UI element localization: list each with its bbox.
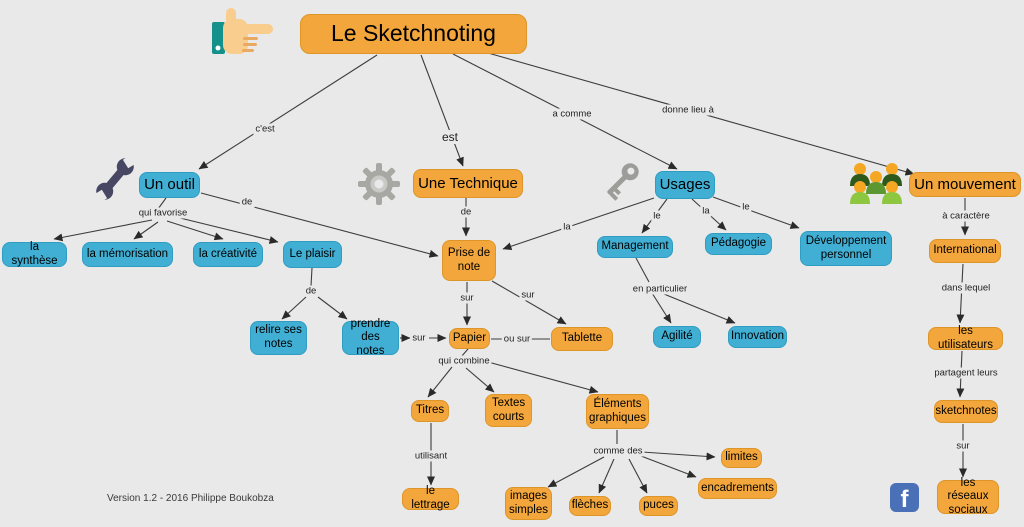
people-group-icon [850, 163, 902, 204]
node-prise-de-note[interactable]: Prise de note [442, 240, 496, 281]
facebook-icon: f [890, 483, 919, 512]
node-images-simples[interactable]: images simples [505, 487, 552, 520]
edge-label-en-particulier: en particulier [630, 283, 690, 295]
node-un-mouvement[interactable]: Un mouvement [909, 172, 1021, 197]
node-encadrements[interactable]: encadrements [698, 478, 777, 499]
node-innovation[interactable]: Innovation [728, 326, 787, 348]
node-titres[interactable]: Titres [411, 400, 449, 422]
edge-label-prise-papier-sur: sur [458, 292, 476, 304]
node-la-memorisation[interactable]: la mémorisation [82, 242, 173, 267]
edge-label-management-le: le [651, 210, 663, 222]
node-un-outil[interactable]: Un outil [139, 172, 200, 198]
node-management[interactable]: Management [597, 236, 673, 258]
node-limites[interactable]: limites [721, 448, 762, 468]
edge-label-developpement-le: le [740, 201, 752, 213]
key-icon [607, 163, 639, 201]
facebook-letter: f [900, 486, 909, 512]
edge-label-comme-des: comme des [591, 445, 645, 457]
node-fleches[interactable]: flèches [569, 496, 611, 516]
edge-label-pedagogie-la: la [700, 205, 712, 217]
node-la-creativite[interactable]: la créativité [193, 242, 263, 267]
edge-label-qui-favorise: qui favorise [136, 207, 190, 219]
edge-label-outil-de: de [239, 196, 255, 208]
node-pedagogie[interactable]: Pédagogie [705, 233, 772, 255]
node-sketchnotes[interactable]: sketchnotes [934, 400, 998, 423]
node-developpement-personnel[interactable]: Développement personnel [800, 231, 892, 266]
node-title[interactable]: Le Sketchnoting [300, 14, 527, 54]
node-les-reseaux-sociaux[interactable]: les réseaux sociaux [937, 477, 999, 516]
edge-label-cest: c'est [253, 123, 277, 135]
node-le-lettrage[interactable]: le lettrage [402, 485, 459, 511]
edge-label-technique-de: de [458, 206, 474, 218]
node-les-utilisateurs[interactable]: les utilisateurs [928, 325, 1003, 351]
node-tablette[interactable]: Tablette [551, 327, 613, 351]
edge-label-plaisir-de: de [303, 285, 319, 297]
node-elements-graphiques[interactable]: Éléments graphiques [586, 394, 649, 429]
gear-icon [358, 163, 400, 205]
node-relire-ses-notes[interactable]: relire ses notes [250, 321, 307, 355]
node-la-synthese[interactable]: la synthèse [2, 241, 67, 267]
node-international[interactable]: International [929, 239, 1001, 263]
edge-label-prendre-sur: sur [410, 332, 428, 344]
edge-label-ou-sur: ou sur [501, 333, 533, 345]
version-credit: Version 1.2 - 2016 Philippe Boukobza [107, 493, 274, 504]
edge-label-donne-lieu-a: donne lieu à [660, 104, 716, 116]
edge-label-a-caractere: à caractère [940, 210, 992, 222]
node-puces[interactable]: puces [639, 496, 678, 516]
edge-label-qui-combine: qui combine [436, 355, 492, 367]
node-textes-courts[interactable]: Textes courts [485, 394, 532, 427]
edge-label-prise-tablette-sur: sur [519, 289, 537, 301]
edge-label-est: est [439, 130, 461, 144]
edge-label-partagent-leurs: partagent leurs [932, 367, 1000, 379]
wrench-icon [92, 153, 138, 205]
edge-label-usages-la: la [561, 221, 573, 233]
node-papier[interactable]: Papier [449, 328, 490, 349]
node-agilite[interactable]: Agilité [653, 326, 701, 348]
node-usages[interactable]: Usages [655, 171, 715, 199]
node-le-plaisir[interactable]: Le plaisir [283, 241, 342, 268]
node-une-technique[interactable]: Une Technique [413, 169, 523, 198]
edge-label-utilisant: utilisant [412, 450, 450, 462]
pointing-hand-icon [212, 8, 273, 54]
node-prendre-des-notes[interactable]: prendre des notes [342, 318, 399, 357]
edge-label-dans-lequel: dans lequel [939, 282, 993, 294]
edge-label-reseaux-sur: sur [954, 440, 972, 452]
edge-label-a-comme: a comme [550, 108, 594, 120]
connector-lines [53, 52, 969, 494]
